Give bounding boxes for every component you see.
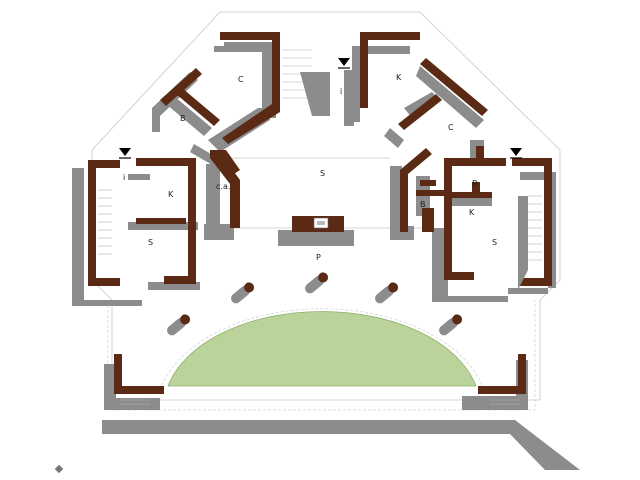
room-label-c-right: C	[448, 123, 454, 132]
north-arrow-marker	[54, 464, 64, 474]
level-marker-left	[119, 148, 131, 159]
right-stair-shadow	[518, 196, 528, 290]
room-label-i-center: i	[340, 87, 342, 96]
room-label-b-right: B	[472, 179, 478, 188]
right-lower-stairs	[528, 195, 542, 261]
level-marker-top	[338, 58, 350, 69]
room-label-k-top-right: K	[396, 73, 402, 82]
left-top-wing	[152, 32, 280, 174]
room-label-k-right: K	[469, 208, 475, 217]
right-lower-wing	[390, 140, 556, 302]
level-marker-right	[510, 148, 522, 159]
room-label-p-center: P	[316, 253, 321, 262]
garden-lawn	[167, 311, 477, 387]
columns	[167, 272, 463, 336]
room-label-i-left: i	[123, 173, 125, 182]
room-label-s-left: S	[148, 238, 153, 247]
room-label-b-left: B	[180, 114, 186, 123]
room-label-ca-left: c.a.	[216, 182, 230, 191]
room-label-s-center: S	[320, 169, 325, 178]
room-label-c-left: C	[238, 75, 244, 84]
bottom-corners	[104, 354, 528, 410]
left-lower-wing	[72, 150, 240, 306]
left-lower-stairs	[98, 189, 112, 255]
central-fireplace	[278, 216, 354, 246]
room-label-b-right-inner: B	[420, 200, 426, 209]
room-label-k-left: K	[168, 190, 174, 199]
ground-shadow	[102, 420, 580, 470]
right-top-wing	[344, 32, 488, 148]
left-stair-shadow	[300, 72, 330, 116]
room-label-s-right: S	[492, 238, 497, 247]
